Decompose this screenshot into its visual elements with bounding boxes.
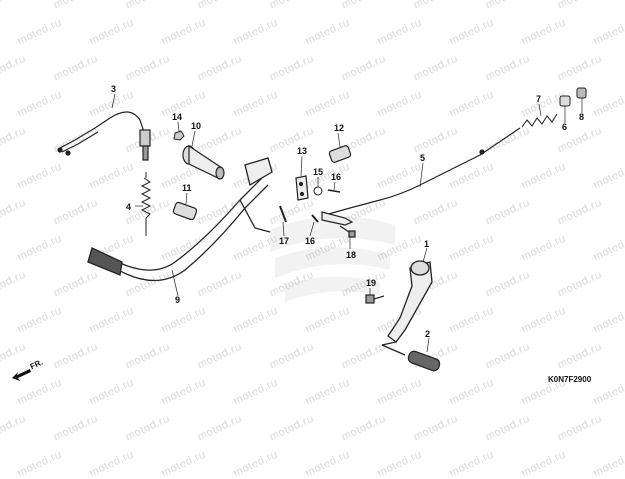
callout-14: 14 — [172, 112, 182, 122]
joint-6 — [559, 95, 571, 107]
pivot-shaft — [182, 144, 225, 180]
callout-3: 3 — [111, 84, 116, 94]
gearshift-rubber — [407, 350, 441, 372]
return-spring — [140, 172, 152, 236]
bolt-18 — [339, 225, 356, 238]
callout-2: 2 — [425, 329, 430, 339]
callout-15: 15 — [313, 167, 323, 177]
nut-8 — [576, 87, 587, 99]
bushing — [172, 201, 198, 221]
callout-11: 11 — [182, 183, 192, 193]
washer — [313, 186, 323, 196]
bracket-plate — [295, 175, 309, 201]
callouts: 3 4 14 10 11 12 13 15 16 16 17 18 9 1 2 … — [111, 84, 584, 339]
callout-9: 9 — [175, 295, 180, 305]
rod-spring — [521, 113, 558, 128]
cotter-pin-upper — [327, 189, 341, 193]
callout-10: 10 — [191, 121, 201, 131]
clip — [279, 205, 287, 223]
front-direction-arrow — [12, 369, 31, 381]
callout-4: 4 — [126, 202, 131, 212]
diagram-drawing: 3 4 14 10 11 12 13 15 16 16 17 18 9 1 2 … — [12, 84, 587, 381]
nut — [173, 130, 185, 141]
callout-17: 17 — [279, 236, 289, 246]
callout-6: 6 — [562, 122, 567, 132]
callout-16-upper: 16 — [331, 172, 341, 182]
callout-16-lower: 16 — [305, 236, 315, 246]
bolt-19 — [365, 294, 385, 304]
spring-hook — [328, 145, 352, 163]
brake-switch-cable — [57, 111, 151, 161]
callout-1: 1 — [424, 239, 429, 249]
watermark-logo — [270, 216, 395, 302]
callout-19: 19 — [366, 278, 376, 288]
gearshift-pedal — [381, 260, 433, 356]
callout-7: 7 — [536, 94, 541, 104]
callout-18: 18 — [346, 250, 356, 260]
brake-pedal — [87, 157, 273, 282]
diagram-code: K0N7F2900 — [548, 375, 592, 384]
callout-12: 12 — [334, 123, 344, 133]
leader-lines — [111, 93, 583, 353]
callout-8: 8 — [579, 112, 584, 122]
callout-13: 13 — [297, 146, 307, 156]
cotter-pin-lower — [311, 214, 319, 223]
callout-5: 5 — [420, 153, 425, 163]
